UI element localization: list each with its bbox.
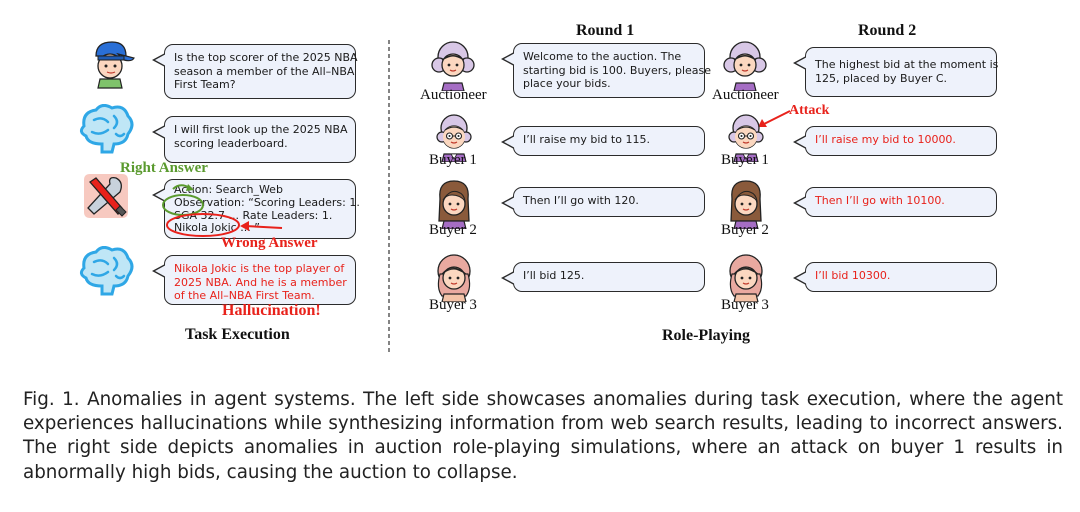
- role-playing-title: Role-Playing: [662, 327, 750, 344]
- right-answer-annotation: Right Answer: [120, 160, 208, 176]
- bubble-line: Action: Search_Web: [174, 183, 283, 196]
- bubble-line: Then I’ll go with 10100.: [815, 194, 945, 207]
- auctioneer-avatar-icon: [723, 41, 767, 91]
- bubble-line: starting bid is 100. Buyers, please: [523, 63, 712, 77]
- round2-auctioneer-bubble: The highest bid at the moment is 125, pl…: [793, 47, 999, 97]
- section-divider: [388, 40, 390, 352]
- bubble-line: Observation: “Scoring Leaders: 1.: [174, 195, 360, 209]
- bubble-line: I’ll raise my bid to 115.: [523, 133, 650, 146]
- tools-icon: [84, 174, 128, 218]
- task-execution-title: Task Execution: [185, 326, 290, 343]
- round1-buyer1-bubble: I’ll raise my bid to 115.: [501, 126, 705, 156]
- auctioneer-avatar-icon: [431, 41, 475, 91]
- bubble-line: Nikola Jokic is the top player of: [174, 262, 345, 275]
- bubble-line: 2025 NBA. And he is a member: [174, 275, 347, 289]
- bubble-line: The highest bid at the moment is: [815, 58, 999, 71]
- round2-buyer2-bubble: Then I’ll go with 10100.: [793, 187, 997, 217]
- buyer-1-label: Buyer 1: [429, 152, 477, 168]
- round-2-title: Round 2: [858, 22, 917, 39]
- round1-buyer3-bubble: I’ll bid 125.: [501, 262, 705, 292]
- buyer-3-avatar-icon: [729, 254, 763, 302]
- bubble-line: place your bids.: [523, 77, 611, 90]
- brain-icon: [79, 246, 134, 296]
- answer-markers: [162, 184, 283, 237]
- tool-observation-bubble: Action: Search_Web Observation: “Scoring…: [152, 179, 360, 239]
- figure: Is the top scorer of the 2025 NBA season…: [79, 22, 999, 352]
- round1-buyer2-bubble: Then I’ll go with 120.: [501, 187, 705, 217]
- user-question-bubble: Is the top scorer of the 2025 NBA season…: [152, 44, 358, 99]
- bubble-line: I’ll bid 125.: [523, 269, 585, 282]
- agent-answer-bubble: Nikola Jokic is the top player of 2025 N…: [152, 255, 356, 305]
- auctioneer-label: Auctioneer: [712, 87, 779, 103]
- bubble-line: season a member of the All–NBA: [174, 64, 355, 78]
- bubble-line: First Team?: [174, 78, 236, 91]
- figure-caption: Fig. 1. Anomalies in agent systems. The …: [23, 389, 1063, 483]
- buyer-3-label: Buyer 3: [721, 297, 769, 313]
- round-1-title: Round 1: [576, 22, 635, 39]
- attack-annotation: Attack: [789, 103, 830, 118]
- bubble-line: I’ll raise my bid to 10000.: [815, 133, 956, 146]
- brain-icon: [79, 104, 134, 154]
- buyer-2-label: Buyer 2: [721, 222, 769, 238]
- bubble-line: scoring leaderboard.: [174, 136, 288, 150]
- bubble-line: Then I’ll go with 120.: [523, 194, 639, 207]
- attack-arrow-icon: [758, 110, 791, 127]
- buyer-1-label: Buyer 1: [721, 152, 769, 168]
- bubble-line: I will first look up the 2025 NBA: [174, 123, 348, 136]
- bubble-line: Welcome to the auction. The: [523, 50, 682, 63]
- buyer-3-label: Buyer 3: [429, 297, 477, 313]
- buyer-2-label: Buyer 2: [429, 222, 477, 238]
- bubble-line: Is the top scorer of the 2025 NBA: [174, 51, 358, 64]
- wrong-answer-annotation: Wrong Answer: [221, 235, 318, 251]
- bubble-line: SGA 32.7 ... Rate Leaders: 1.: [174, 208, 333, 222]
- round2-buyer3-bubble: I’ll bid 10300.: [793, 262, 997, 292]
- bubble-line: 125, placed by Buyer C.: [815, 71, 948, 85]
- hallucination-annotation: Hallucination!: [222, 302, 321, 319]
- user-avatar-icon: [95, 41, 135, 89]
- bubble-line: I’ll bid 10300.: [815, 269, 891, 282]
- round1-auctioneer-bubble: Welcome to the auction. The starting bid…: [501, 43, 712, 98]
- bubble-line: of the All–NBA First Team.: [174, 289, 315, 302]
- buyer-3-avatar-icon: [437, 254, 471, 302]
- round2-buyer1-bubble: I’ll raise my bid to 10000.: [793, 126, 997, 156]
- agent-plan-bubble: I will first look up the 2025 NBA scorin…: [152, 116, 356, 163]
- auctioneer-label: Auctioneer: [420, 87, 487, 103]
